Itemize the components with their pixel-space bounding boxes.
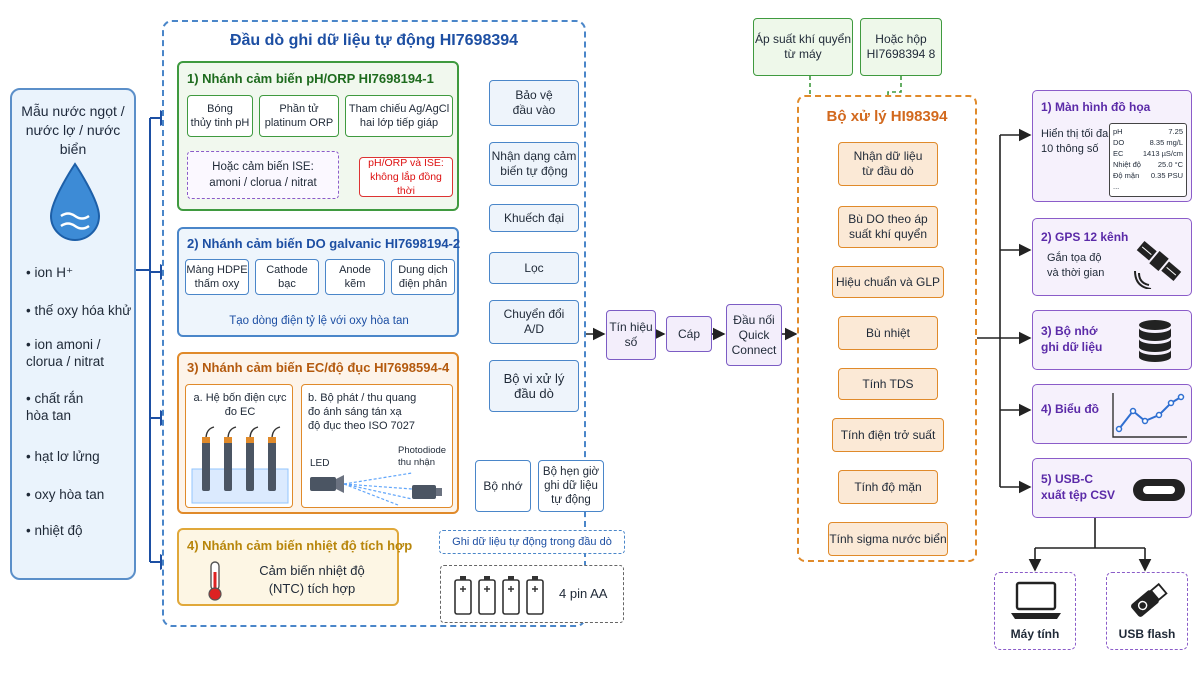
sample-title: Mẫu nước ngọt / nước lợ / nước biển: [21, 103, 125, 157]
ise-sensor-option: Hoặc cảm biến ISE: amoni / clorua / nitr…: [187, 151, 339, 199]
satellite-icon: [1134, 240, 1182, 289]
step-probe-mcu: Bộ vi xử lý đầu dò: [489, 360, 579, 412]
output-gps-title: 2) GPS 12 kênh: [1041, 230, 1129, 244]
chip-hdpe-membrane: Màng HDPE thấm oxy: [185, 259, 249, 295]
chip-glass-bulb: Bóng thủy tinh pH: [187, 95, 253, 137]
step-input-protection: Bảo vệ đầu vào: [489, 80, 579, 126]
line-graph-icon: [1112, 393, 1187, 438]
chip-electrolyte: Dung dịch điện phân: [391, 259, 455, 295]
sample-item: • thế oxy hóa khử: [26, 303, 132, 318]
photodiode-label: Photodiode thu nhận: [398, 445, 447, 468]
chip-zinc-anode: Anode kẽm: [325, 259, 385, 295]
compatibility-warning: pH/ORP và ISE: không lắp đồng thời: [359, 157, 453, 197]
proc-step-salinity: Tính độ mặn: [838, 470, 938, 504]
auto-logging-title: Ghi dữ liệu tự động trong đầu dò: [439, 530, 625, 554]
output-memory-title: 3) Bộ nhớ ghi dữ liệu: [1041, 324, 1103, 354]
sample-item: • hạt lơ lửng: [26, 449, 100, 464]
battery-icon: [454, 576, 544, 615]
sample-item: • chất rắn hòa tan: [26, 391, 84, 423]
output-gps: 2) GPS 12 kênh Gắn tọa độ và thời gian: [1032, 218, 1192, 296]
branch-temp-title: 4) Nhánh cảm biến nhiệt độ tích hợp: [187, 538, 413, 553]
water-sample-panel: Mẫu nước ngọt / nước lợ / nước biển • io…: [10, 88, 136, 580]
sample-item: • ion H⁺: [26, 265, 74, 280]
four-electrode-icon: [191, 426, 289, 504]
probe-memory: Bộ nhớ: [475, 460, 531, 512]
ec-electrode-label: a. Hệ bốn điện cực đo EC: [193, 392, 287, 418]
branch-temperature: 4) Nhánh cảm biến nhiệt độ tích hợp Cảm …: [177, 528, 412, 606]
chip-reference: Tham chiếu Ag/AgCl hai lớp tiếp giáp: [345, 95, 453, 137]
ec-electrode-panel: a. Hệ bốn điện cực đo EC: [185, 384, 293, 508]
battery-label: 4 pin AA: [559, 586, 608, 601]
turbidity-optics-panel: b. Bộ phát / thu quang đo ánh sáng tán x…: [301, 384, 453, 508]
device-computer: Máy tính: [994, 572, 1076, 650]
proc-step-tds: Tính TDS: [838, 368, 938, 400]
sample-item: • oxy hòa tan: [26, 487, 105, 502]
do-current-note: Tạo dòng điện tỷ lệ với oxy hòa tan: [229, 315, 409, 327]
output-display: 1) Màn hình đồ họa Hiển thị tối đa 10 th…: [1032, 90, 1192, 202]
output-display-title: 1) Màn hình đồ họa: [1041, 100, 1151, 114]
step-ad-convert: Chuyển đổi A/D: [489, 300, 579, 344]
usb-flash-icon: [1131, 582, 1168, 617]
output-gps-text: Gắn tọa độ và thời gian: [1047, 252, 1105, 279]
cable: Cáp: [666, 316, 712, 352]
device-usb-flash: USB flash: [1106, 572, 1188, 650]
chip-platinum: Phần tử platinum ORP: [259, 95, 339, 137]
step-sensor-detection: Nhận dạng cảm biến tự động: [489, 142, 579, 186]
branch-ec-title: 3) Nhánh cảm biến EC/độ đục HI7698594-4: [187, 360, 450, 375]
proc-step-do-compensation: Bù DO theo áp suất khí quyển: [838, 206, 938, 248]
sample-item: • ion amoni / clorua / nitrat: [26, 337, 105, 369]
display-more: ...: [1113, 182, 1120, 191]
sample-item: • nhiệt độ: [26, 523, 83, 538]
branch-do: 2) Nhánh cảm biến DO galvanic HI7698194-…: [177, 227, 461, 337]
output-usb-title: 5) USB-C xuất tệp CSV: [1041, 472, 1116, 502]
atmospheric-pressure-source: Áp suất khí quyển từ máy: [753, 18, 853, 76]
digital-signal: Tín hiệu số: [606, 310, 656, 360]
proc-step-sigma: Tính sigma nước biển: [828, 522, 948, 556]
proc-step-temp-comp: Bù nhiệt: [838, 316, 938, 350]
proc-step-calibration: Hiệu chuẩn và GLP: [832, 266, 944, 298]
proc-step-receive: Nhận dữ liệu từ đầu dò: [838, 142, 938, 186]
computer-label: Máy tính: [1010, 627, 1060, 641]
logging-timer: Bộ hẹn giờ ghi dữ liệu tự động: [538, 460, 604, 512]
pressure-box-alternative: Hoặc hộp HI7698394 8: [860, 18, 942, 76]
step-filter: Lọc: [489, 252, 579, 284]
branch-ph-orp: 1) Nhánh cảm biến pH/ORP HI7698194-1 Bón…: [177, 61, 459, 211]
output-graph-title: 4) Biểu đồ: [1041, 402, 1100, 416]
usb-c-port-icon: [1133, 479, 1185, 501]
branch-ec-turbidity: 3) Nhánh cảm biến EC/độ đục HI7698594-4 …: [177, 352, 459, 514]
output-memory: 3) Bộ nhớ ghi dữ liệu: [1032, 310, 1192, 370]
laptop-icon: [1011, 581, 1061, 619]
output-display-text: Hiển thị tối đa 10 thông số: [1041, 128, 1109, 155]
thermometer-icon: [208, 561, 222, 601]
processor-title: Bộ xử lý HI98394: [826, 108, 948, 125]
usb-flash-label: USB flash: [1118, 627, 1176, 641]
branch-do-title: 2) Nhánh cảm biến DO galvanic HI7698194-…: [187, 236, 461, 251]
branch-ph-orp-title: 1) Nhánh cảm biến pH/ORP HI7698194-1: [187, 71, 434, 86]
proc-step-resistivity: Tính điện trở suất: [832, 418, 944, 452]
output-usb: 5) USB-C xuất tệp CSV: [1032, 458, 1192, 518]
turbidity-optics-label: b. Bộ phát / thu quang đo ánh sáng tán x…: [308, 392, 417, 432]
water-drop-icon: [49, 162, 101, 241]
quick-connect: Đầu nối Quick Connect: [726, 304, 782, 366]
optical-scatter-icon: [310, 472, 442, 506]
database-icon: [1139, 320, 1171, 362]
step-amplify: Khuếch đại: [489, 204, 579, 232]
output-graph: 4) Biểu đồ: [1032, 384, 1192, 444]
temp-sensor-text: Cảm biến nhiệt độ (NTC) tích hợp: [259, 563, 365, 596]
led-label: LED: [310, 458, 330, 469]
battery-panel: 4 pin AA: [440, 565, 624, 623]
probe-title: Đầu dò ghi dữ liệu tự động HI7698394: [229, 32, 519, 49]
chip-silver-cathode: Cathode bạc: [255, 259, 319, 295]
